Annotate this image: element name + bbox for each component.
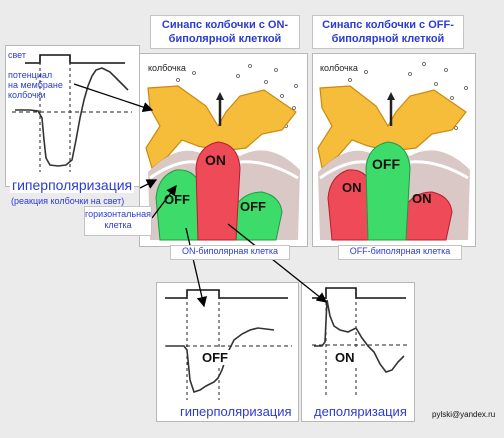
off-bipolar-label-text: OFF-биполярная клетка bbox=[349, 246, 451, 256]
off-bipolar-trace bbox=[166, 327, 275, 394]
cone-light-stimulus bbox=[25, 54, 125, 64]
right-synapse-drawing bbox=[317, 62, 470, 241]
cone-reaction-label: (реакция колбочки на свет) bbox=[11, 196, 125, 206]
email-credit: pylski@yandex.ru bbox=[432, 410, 496, 419]
left-side-left-cell-label: OFF bbox=[164, 192, 190, 207]
depolarization-bottom-label: деполяризация bbox=[314, 404, 407, 419]
left-center-cell-label: ON bbox=[205, 152, 226, 168]
off-synapse-title: Синапс колбочки с OFF-биполярной клеткой bbox=[312, 15, 464, 49]
arrow-horizontal-to-cell bbox=[151, 184, 177, 219]
arrow-to-hyper-label bbox=[139, 179, 158, 189]
right-center-cell-label: OFF bbox=[372, 156, 400, 172]
cone-label-left: колбочка bbox=[148, 63, 186, 73]
on-bipolar-label-text: ON-биполярная клетка bbox=[181, 246, 279, 256]
on-trace-panel bbox=[301, 282, 415, 422]
off-bipolar-label: OFF-биполярная клетка bbox=[338, 245, 462, 260]
arrow-off-cell-to-trace bbox=[185, 227, 208, 308]
left-side-right-cell-label: OFF bbox=[240, 199, 266, 214]
cone-potential-panel bbox=[5, 45, 140, 187]
off-synapse-title-text: Синапс колбочки с OFF-биполярной клеткой bbox=[322, 19, 454, 45]
left-synapse-drawing bbox=[145, 64, 300, 241]
on-bipolar-label: ON-биполярная клетка bbox=[170, 245, 290, 260]
horizontal-cell-label: горизонтальная клетка bbox=[84, 206, 152, 236]
right-side-right-cell-label: ON bbox=[412, 191, 432, 206]
cone-label-right: колбочка bbox=[320, 63, 358, 73]
horizontal-cell-label-text: горизонтальная клетка bbox=[85, 209, 151, 230]
hyperpolarization-bottom-label: гиперполяризация bbox=[180, 404, 292, 419]
hyperpolarization-main-label: гиперполяризация bbox=[10, 177, 135, 193]
right-side-left-cell-label: ON bbox=[342, 180, 362, 195]
on-synapse-title: Синапс колбочки с ON-биполярной клеткой bbox=[150, 15, 300, 49]
on-bipolar-trace bbox=[314, 299, 405, 373]
off-trace-label: OFF bbox=[200, 350, 230, 365]
cone-potential-label: потенциал на мембране колбочки bbox=[8, 70, 63, 100]
cone-potential-trace bbox=[15, 67, 129, 167]
on-synapse-title-text: Синапс колбочки с ON-биполярной клеткой bbox=[161, 19, 289, 45]
arrow-on-cell-to-trace bbox=[227, 223, 328, 303]
off-light-stimulus bbox=[165, 289, 288, 299]
arrow-potential-to-cone bbox=[73, 83, 154, 113]
on-trace-label: ON bbox=[333, 350, 357, 365]
light-label: свет bbox=[8, 50, 27, 60]
